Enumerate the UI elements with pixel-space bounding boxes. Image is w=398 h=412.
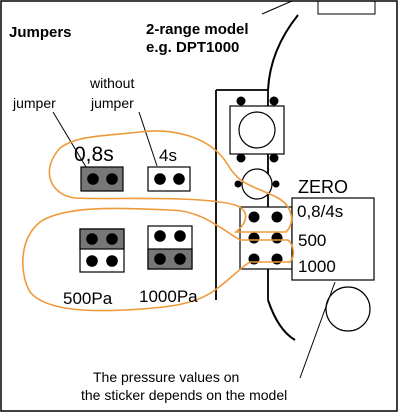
without-jumper-label-1: without: [89, 75, 134, 91]
jumpers-title: Jumpers: [9, 24, 72, 41]
button-circle-icon: [238, 111, 276, 149]
trimmer-icon: [234, 168, 280, 200]
frame-notch-line: [261, 0, 293, 15]
sticker-range-low: 500: [298, 231, 326, 250]
jumper-pointer: [52, 111, 87, 168]
without-jumper-label-2: jumper: [90, 95, 134, 111]
time-slow-label: 4s: [159, 146, 177, 165]
lower-trimmer-icon: [325, 286, 371, 332]
zero-label: ZERO: [298, 177, 348, 197]
jumper-500pa: [79, 228, 125, 273]
housing-curve-bottom: [267, 299, 296, 341]
frame-notch: [317, 1, 376, 15]
jumper-1000pa: [147, 225, 193, 270]
jumper-label: jumper: [12, 95, 56, 111]
time-fast-label: 0,8s: [74, 143, 114, 166]
range-high-label: 1000Pa: [139, 287, 198, 306]
sticker: [291, 197, 375, 281]
housing-curve-top: [267, 14, 299, 91]
model-example: e.g. DPT1000: [146, 39, 239, 56]
note-line-1: The pressure values on: [93, 369, 239, 385]
jumper-0-8s: [80, 166, 124, 192]
jumper-4s: [147, 166, 191, 192]
note-line-2: the sticker depends on the model: [81, 387, 287, 403]
model-title: 2-range model: [146, 21, 249, 38]
jumper-block-pins: [239, 206, 293, 270]
zero-button: [229, 96, 285, 163]
note-pointer: [299, 281, 336, 379]
without-jumper-pointer: [138, 111, 158, 167]
range-low-label: 500Pa: [63, 289, 113, 308]
time-jumper-highlight: [48, 130, 293, 233]
range-jumper-highlight: [22, 207, 295, 312]
sticker-range-high: 1000: [298, 257, 336, 276]
sticker-time-label: 0,8/4s: [297, 202, 343, 221]
